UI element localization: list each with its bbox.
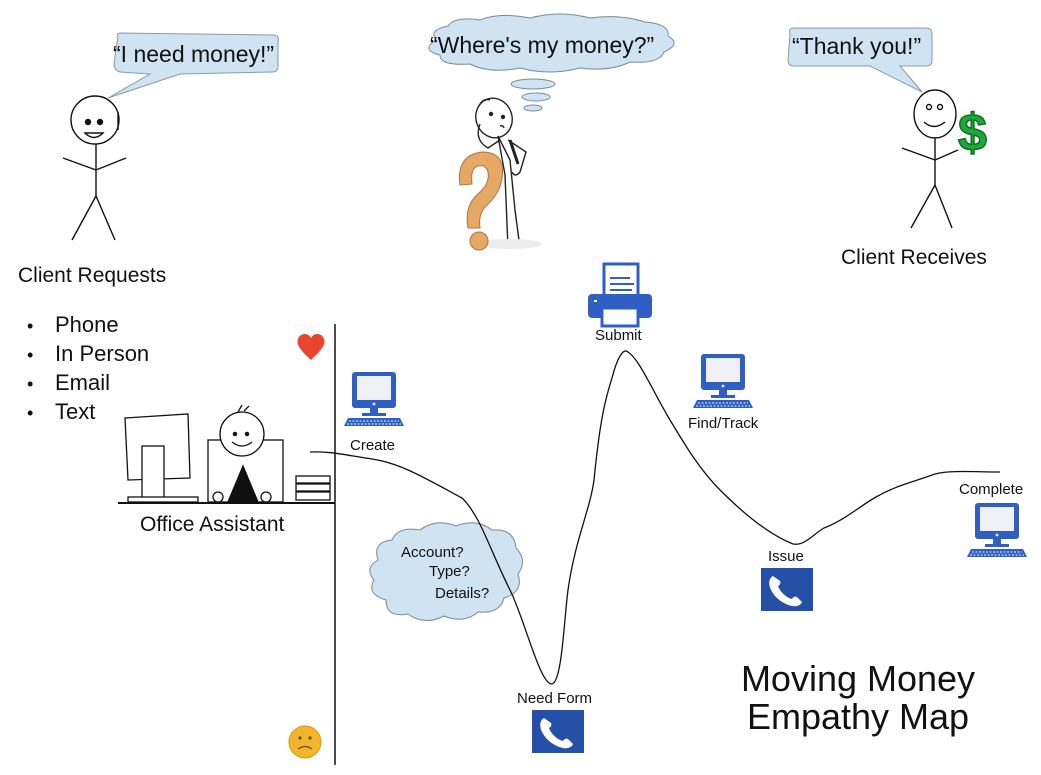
step-label-complete: Complete xyxy=(959,481,1024,498)
speech-bubble-client-requests xyxy=(107,32,279,99)
thought-cloud-waiting xyxy=(428,13,675,112)
find-track-computer-icon xyxy=(692,353,754,409)
request-channels-list: Phone In Person Email Text xyxy=(22,311,149,427)
cloud-question-type: Type? xyxy=(429,563,470,580)
waiting-client-thought: “Where's my money?” xyxy=(430,32,655,58)
speech-bubble-client-receives xyxy=(787,27,933,93)
step-label-create: Create xyxy=(350,437,396,454)
heart-icon xyxy=(297,333,325,360)
issue-phone-icon xyxy=(761,568,813,611)
step-label-issue: Issue xyxy=(768,548,804,565)
client-requests-label: Client Requests xyxy=(18,264,167,287)
step-label-need-form: Need Form xyxy=(517,690,593,707)
need-form-phone-icon xyxy=(532,710,584,753)
page-title: Moving Money Empathy Map xyxy=(738,660,978,736)
list-item: Text xyxy=(22,398,149,427)
list-item: In Person xyxy=(22,340,149,369)
client-receives-speech: “Thank you!” xyxy=(792,33,922,59)
cloud-question-account: Account? xyxy=(401,544,464,561)
complete-computer-icon xyxy=(966,502,1028,558)
step-label-find-track: Find/Track xyxy=(688,415,759,432)
step-label-submit: Submit xyxy=(595,327,642,344)
questions-cloud xyxy=(369,522,523,621)
list-item: Email xyxy=(22,369,149,398)
list-item: Phone xyxy=(22,311,149,340)
client-requests-figure xyxy=(62,95,127,241)
sad-face-icon xyxy=(288,725,322,759)
title-line-1: Moving Money xyxy=(740,658,976,699)
title-line-2: Empathy Map xyxy=(746,696,970,737)
office-assistant-label: Office Assistant xyxy=(140,513,285,536)
office-assistant-illustration xyxy=(118,404,335,504)
journey-curve xyxy=(309,350,1001,685)
waiting-client-figure xyxy=(475,97,542,249)
dollar-icon: $ xyxy=(958,104,987,162)
question-mark-icon xyxy=(458,151,504,251)
submit-printer-icon xyxy=(588,262,652,328)
client-requests-speech: “I need money!” xyxy=(113,41,275,67)
client-receives-label: Client Receives xyxy=(841,246,987,269)
cloud-question-details: Details? xyxy=(435,585,490,602)
client-receives-figure xyxy=(901,89,959,229)
create-computer-icon xyxy=(343,371,405,427)
